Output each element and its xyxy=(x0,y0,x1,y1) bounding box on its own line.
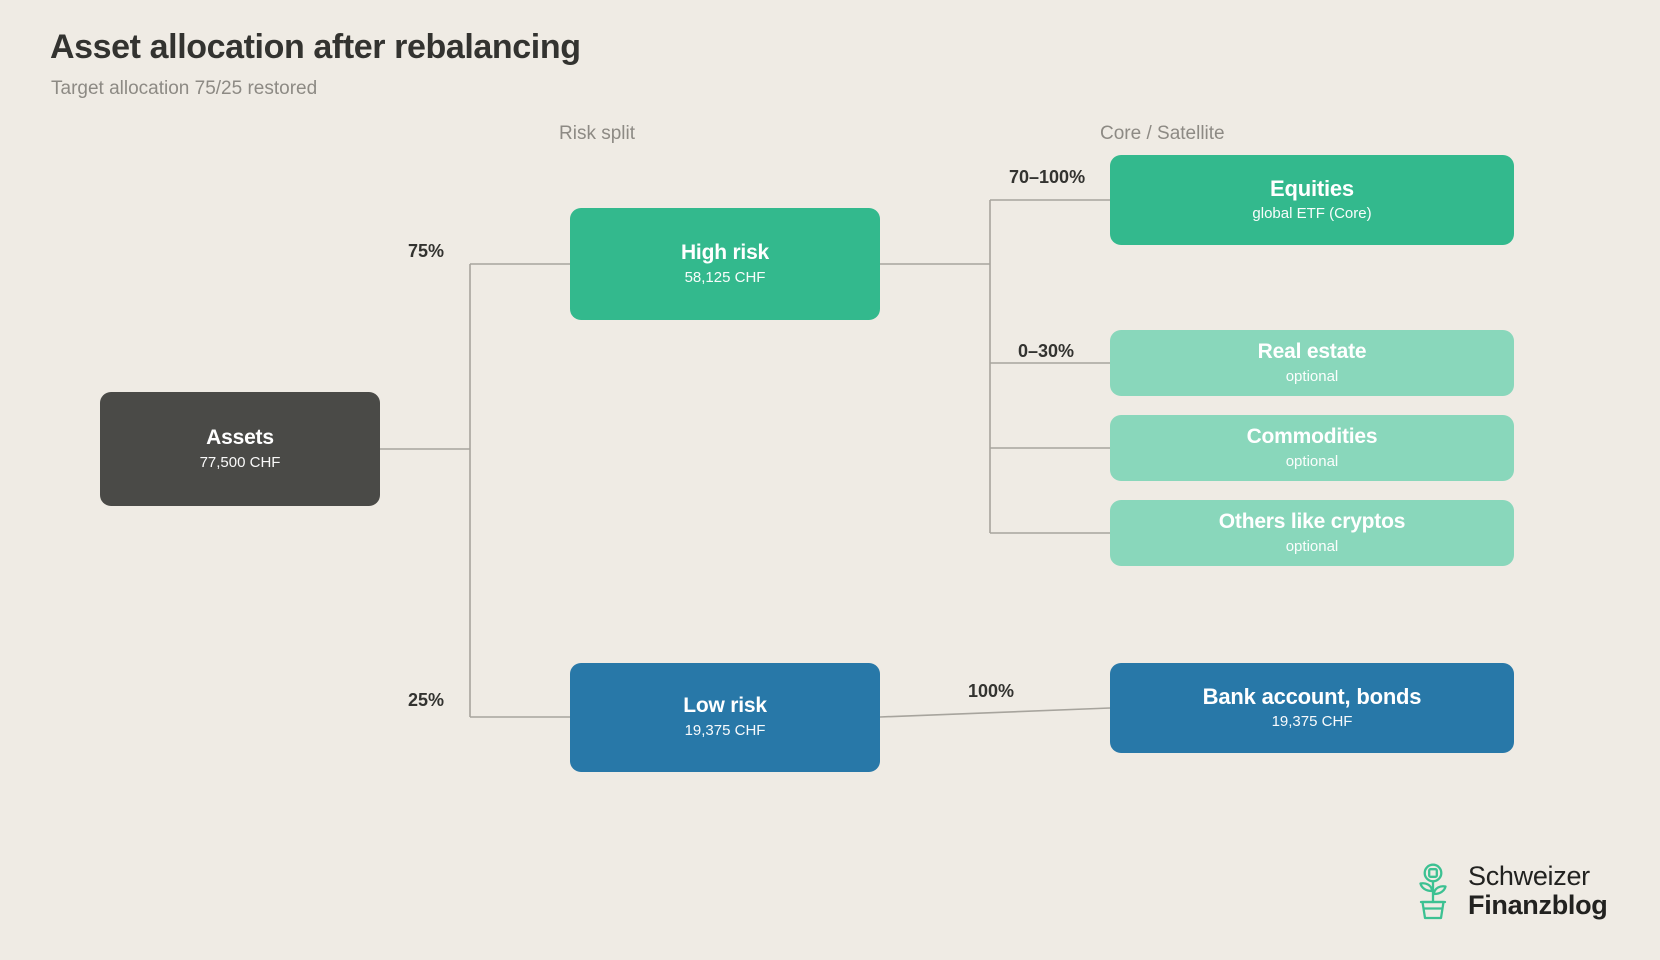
node-bank-account-bonds-value: 19,375 CHF xyxy=(1271,713,1353,731)
plant-in-pot-icon xyxy=(1419,863,1447,920)
node-commodities-note: optional xyxy=(1285,452,1339,470)
brand-logo-line1: Schweizer xyxy=(1468,861,1590,891)
node-low-risk-value: 19,375 CHF xyxy=(684,722,766,740)
node-assets-title: Assets xyxy=(206,425,274,449)
brand-logo-line2: Finanzblog xyxy=(1468,890,1608,920)
column-header-risk-split: Risk split xyxy=(559,123,636,144)
node-equities[interactable]: Equities global ETF (Core) xyxy=(1110,155,1514,245)
node-assets-value: 77,500 CHF xyxy=(199,453,281,471)
edge-label-assets-to-high: 75% xyxy=(408,241,445,261)
brand-logo: Schweizer Finanzblog xyxy=(1409,861,1608,920)
node-high-risk-title: High risk xyxy=(680,240,770,264)
node-low-risk[interactable]: Low risk 19,375 CHF xyxy=(570,663,880,772)
column-header-core-satellite: Core / Satellite xyxy=(1100,123,1225,144)
page-title: Asset allocation after rebalancing xyxy=(50,28,581,66)
node-equities-title: Equities xyxy=(1270,176,1354,202)
node-high-risk-value: 58,125 CHF xyxy=(684,268,766,286)
node-real-estate-note: optional xyxy=(1285,367,1339,385)
edge-label-high-to-equities: 70–100% xyxy=(1009,167,1086,187)
edge-label-assets-to-low: 25% xyxy=(408,690,445,710)
node-bank-account-bonds[interactable]: Bank account, bonds 19,375 CHF xyxy=(1110,663,1514,753)
node-commodities-title: Commodities xyxy=(1246,424,1378,448)
node-real-estate-title: Real estate xyxy=(1257,339,1367,363)
node-real-estate[interactable]: Real estate optional xyxy=(1110,330,1514,396)
node-others-cryptos[interactable]: Others like cryptos optional xyxy=(1110,500,1514,566)
node-others-cryptos-title: Others like cryptos xyxy=(1218,509,1406,533)
edge-label-high-to-satellites: 0–30% xyxy=(1018,341,1075,361)
page-subtitle: Target allocation 75/25 restored xyxy=(51,78,318,99)
node-low-risk-title: Low risk xyxy=(683,694,767,718)
node-others-cryptos-note: optional xyxy=(1285,537,1339,555)
node-high-risk[interactable]: High risk 58,125 CHF xyxy=(570,208,880,320)
node-commodities[interactable]: Commodities optional xyxy=(1110,415,1514,481)
node-bank-account-bonds-title: Bank account, bonds xyxy=(1202,684,1422,710)
brand-logo-text: Schweizer Finanzblog xyxy=(1468,861,1608,920)
node-equities-note: global ETF (Core) xyxy=(1252,205,1372,223)
node-assets[interactable]: Assets 77,500 CHF xyxy=(100,392,380,506)
edge-label-low-to-bank: 100% xyxy=(968,681,1015,701)
